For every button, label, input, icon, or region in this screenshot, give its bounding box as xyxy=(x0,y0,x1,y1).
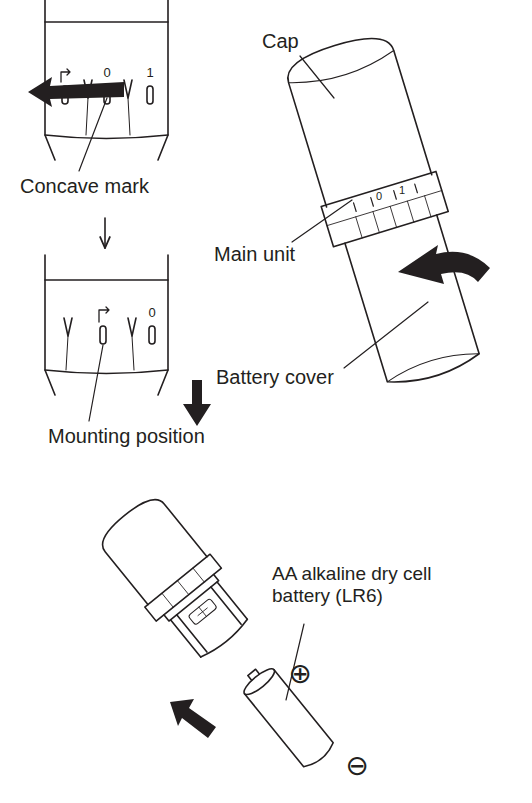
turn-arrow xyxy=(28,77,124,107)
polarity-symbol: ⊖ xyxy=(345,750,368,782)
unit-open xyxy=(92,489,354,785)
dial-mark: 1 xyxy=(146,66,153,81)
pull-arrow xyxy=(183,380,211,426)
dial-mark: 0 xyxy=(148,306,155,321)
part-label: Cap xyxy=(262,30,299,53)
polarity-symbol: ⊕ xyxy=(288,658,311,690)
zoom-after xyxy=(45,255,168,421)
part-label: Battery cover xyxy=(216,366,334,389)
part-label: AA alkaline dry cell battery (LR6) xyxy=(272,563,477,607)
insert-arrow xyxy=(170,699,216,738)
unit-assembled xyxy=(277,28,493,393)
dial-mark: 1 xyxy=(399,184,405,197)
dial-mark: 0 xyxy=(103,66,110,81)
dial-mark: 0 xyxy=(376,190,382,203)
rotate-arrow xyxy=(398,245,490,284)
part-label: Main unit xyxy=(214,243,295,266)
part-label: Concave mark xyxy=(20,175,149,198)
part-label: Mounting position xyxy=(48,425,205,448)
